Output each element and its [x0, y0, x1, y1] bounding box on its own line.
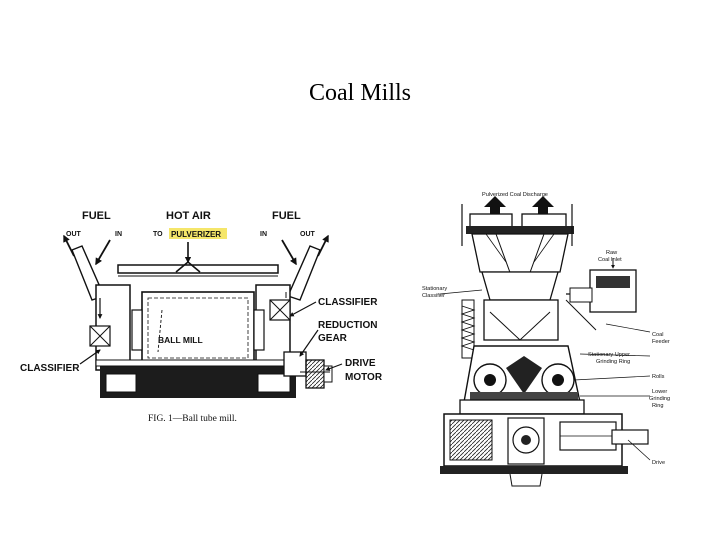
- figure-caption: FIG. 1—Ball tube mill.: [148, 414, 237, 424]
- label-classifier: Classifier: [422, 293, 445, 299]
- label-stationary: Stationary: [422, 286, 447, 292]
- label-motor: MOTOR: [345, 372, 383, 383]
- label-raw: Raw: [606, 250, 618, 256]
- label-stationary-upper: Stationary Upper: [588, 352, 630, 358]
- label-classifier-right: CLASSIFIER: [318, 297, 378, 308]
- label-in-right: IN: [260, 231, 267, 238]
- label-drive-vertical: Drive: [652, 460, 665, 466]
- label-lower: Lower: [652, 389, 667, 395]
- label-ball-mill: BALL MILL: [158, 335, 203, 345]
- label-grinding: Grinding: [649, 396, 670, 402]
- ball-mill-diagram: FUEL OUT IN HOT AIR TO PULVERIZER FUEL I…: [20, 210, 383, 424]
- label-coal: Coal: [652, 332, 664, 338]
- slide-title: Coal Mills: [308, 80, 411, 106]
- label-classifier-left: CLASSIFIER: [20, 363, 80, 374]
- label-out-left: OUT: [66, 231, 82, 238]
- label-fuel-left: FUEL: [82, 210, 111, 222]
- label-hot-air: HOT AIR: [166, 210, 211, 222]
- label-ring: Ring: [652, 403, 664, 409]
- label-reduction: REDUCTION: [318, 320, 377, 331]
- label-grinding-ring: Grinding Ring: [596, 359, 630, 365]
- label-coal-inlet: Coal Inlet: [598, 257, 622, 263]
- label-out-right: OUT: [300, 231, 316, 238]
- label-pulverized-coal-discharge: Pulverized Coal Discharge: [482, 192, 548, 198]
- label-to: TO: [153, 231, 163, 238]
- label-rolls: Rolls: [652, 374, 665, 380]
- label-in-left: IN: [115, 231, 122, 238]
- label-gear: GEAR: [318, 333, 348, 344]
- vertical-mill-diagram: Pulverized Coal Discharge Raw Coal Inlet…: [422, 192, 670, 487]
- label-drive: DRIVE: [345, 358, 376, 369]
- pulverizer-highlight: [169, 228, 227, 239]
- label-pulverizer: PULVERIZER: [171, 230, 221, 239]
- label-feeder: Feeder: [652, 339, 670, 345]
- label-fuel-right: FUEL: [272, 210, 301, 222]
